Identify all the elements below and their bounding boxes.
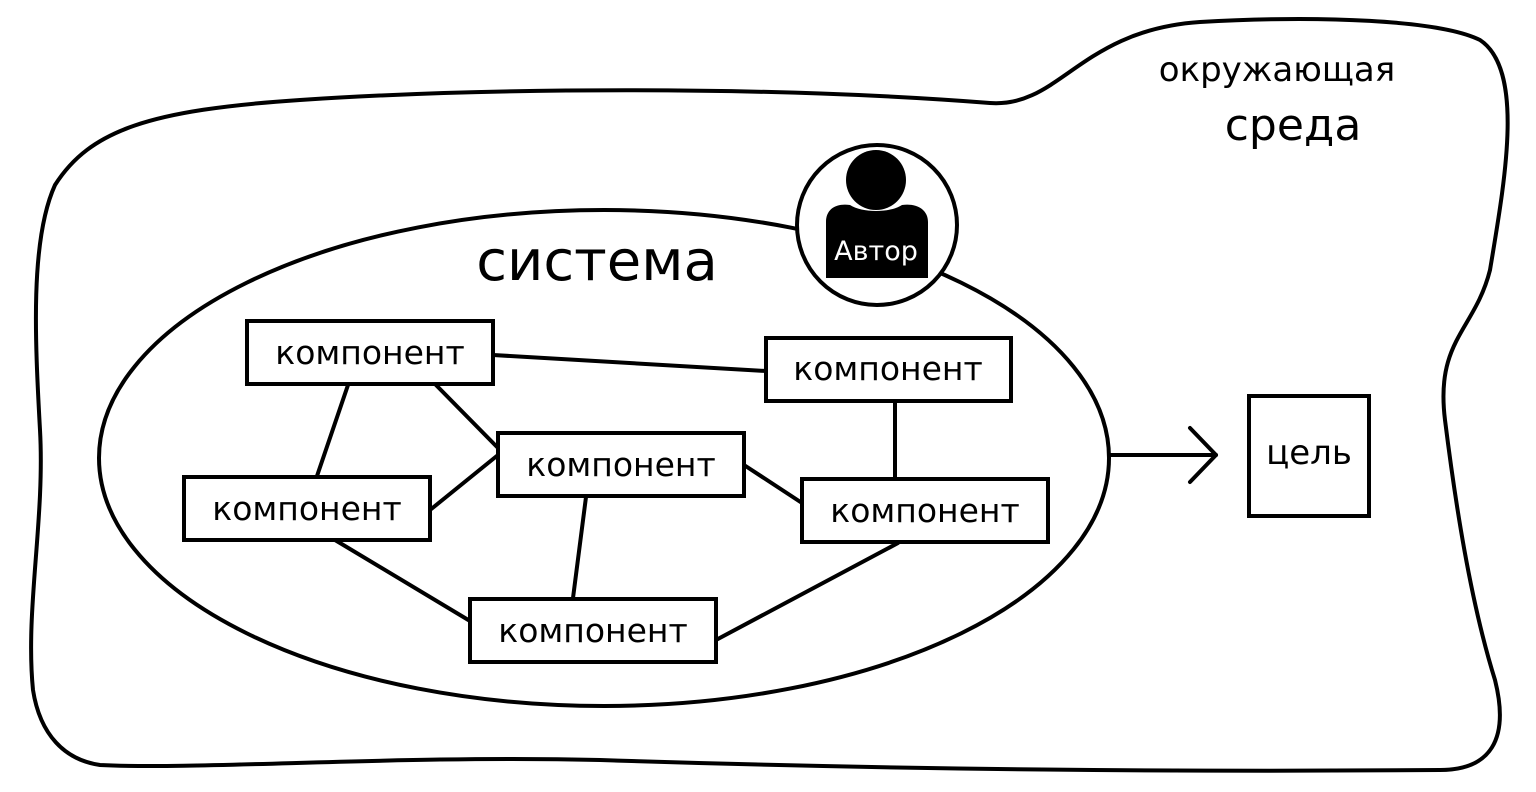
- system-label: система: [476, 229, 718, 294]
- system-boundary: [97, 208, 1111, 708]
- component-label: компонент: [498, 611, 687, 650]
- goal-box: цель: [1247, 394, 1371, 518]
- connection-line: [428, 453, 500, 512]
- connection-line: [714, 541, 900, 642]
- author-label: Автор: [834, 236, 918, 267]
- connection-line: [434, 383, 502, 452]
- connection-line: [315, 383, 350, 478]
- environment-label-line1: окружающая: [1159, 50, 1395, 90]
- component-box: компонент: [182, 475, 432, 542]
- component-box: компонент: [764, 336, 1013, 403]
- component-box: компонент: [468, 597, 718, 664]
- component-label: компонент: [526, 445, 715, 484]
- component-label: компонент: [212, 489, 401, 528]
- component-label: компонент: [793, 349, 982, 388]
- component-label: компонент: [830, 491, 1019, 530]
- connection-line: [571, 495, 588, 600]
- person-icon: [826, 150, 928, 278]
- environment-boundary: [29, 17, 1510, 773]
- connection-line: [333, 538, 472, 623]
- component-box: компонент: [800, 477, 1050, 544]
- connection-line: [491, 353, 768, 373]
- author-badge: Автор: [795, 143, 959, 307]
- goal-label: цель: [1266, 433, 1352, 473]
- connection-line: [742, 463, 804, 505]
- environment-label-line2: среда: [1225, 100, 1362, 151]
- component-connections: [315, 353, 900, 642]
- component-box: компонент: [245, 319, 495, 386]
- system-to-goal-arrow: [1107, 426, 1218, 484]
- arrow-head: [1188, 426, 1218, 484]
- component-label: компонент: [275, 333, 464, 372]
- component-box: компонент: [496, 431, 746, 498]
